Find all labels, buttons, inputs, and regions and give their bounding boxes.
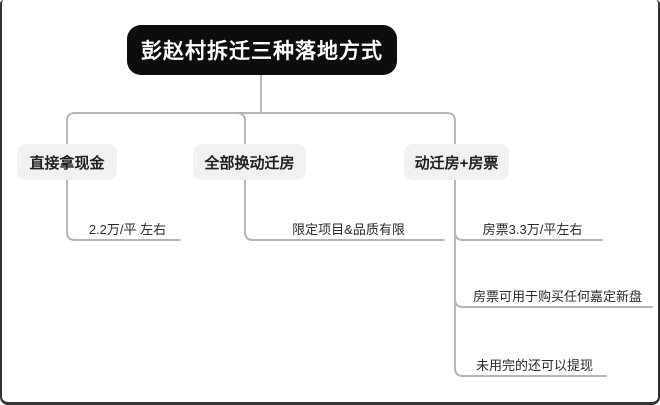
root-node-title: 彭赵村拆迁三种落地方式	[127, 25, 397, 75]
leaf-label-cash-price: 2.2万/平 左右	[88, 222, 167, 237]
branch-node-housing-plus-ticket: 动迁房+房票	[404, 144, 509, 180]
branch-node-cash: 直接拿现金	[17, 144, 117, 180]
leaf-label-ticket-price: 房票3.3万/平左右	[482, 222, 583, 237]
branch-node-relocation-housing: 全部换动迁房	[193, 144, 306, 180]
connector-branch3-child1	[454, 231, 603, 241]
leaf-label-limited-projects: 限定项目&品质有限	[292, 222, 405, 237]
connector-spine	[66, 112, 456, 145]
connector-branch3-child2	[454, 298, 653, 308]
connector-branch2-child	[244, 179, 445, 241]
connector-branch1-child	[66, 179, 181, 241]
connector-branch3-child3	[454, 367, 607, 377]
leaf-label-ticket-withdraw: 未用完的还可以提现	[475, 358, 593, 373]
leaf-label-ticket-usage: 房票可用于购买任何嘉定新盘	[472, 289, 642, 304]
connector-branch2-drop	[236, 112, 246, 145]
